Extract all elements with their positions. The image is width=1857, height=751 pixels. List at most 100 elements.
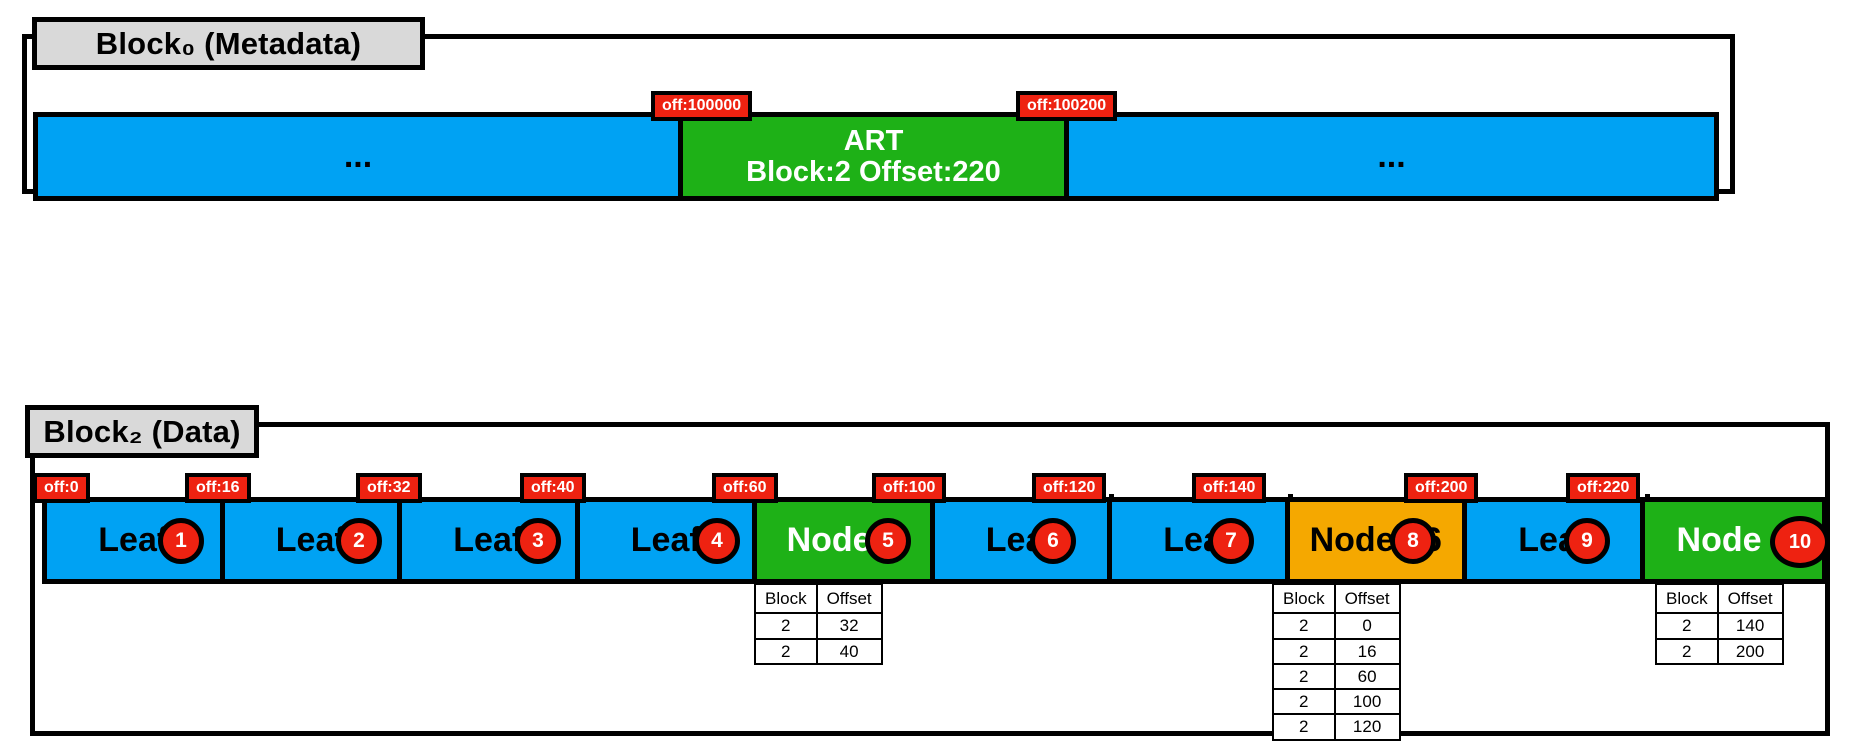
- data-segment-9[interactable]: Leaf: [1467, 502, 1645, 579]
- pointer-cell-block: 2: [1272, 637, 1336, 665]
- metadata-offset-flag-100200-label: off:100200: [1027, 97, 1107, 114]
- data-segment-6-badge-label: 6: [1047, 529, 1059, 552]
- pointer-cell-offset: 100: [1333, 687, 1401, 716]
- data-offset-tick-220: [1645, 494, 1650, 500]
- pointer-cell-block: 2: [1272, 662, 1336, 691]
- data-offset-flag-40-label: off:40: [531, 479, 575, 496]
- pointer-table-node16-8: Block Offset 2 0 2 16 2 60 2 100 2: [1272, 582, 1401, 741]
- data-segment-9-badge-label: 9: [1581, 529, 1593, 552]
- data-segment-4-badge[interactable]: 4: [694, 518, 740, 564]
- pointer-cell-offset: 140: [1716, 612, 1784, 640]
- data-offset-flag-200[interactable]: off:200: [1404, 473, 1479, 503]
- data-bar: Leaf Leaf Leaf Leaf Node 4 Leaf Leaf Nod…: [42, 497, 1827, 584]
- data-segment-10-badge-label: 10: [1788, 530, 1812, 553]
- metadata-segment-ellipsis-right[interactable]: ...: [1069, 117, 1714, 196]
- metadata-block-title-text: Block₀ (Metadata): [95, 25, 362, 61]
- pointer-cell-offset: 32: [815, 612, 883, 640]
- art-label-line2: Block:2 Offset:220: [746, 155, 1001, 188]
- data-offset-flag-60[interactable]: off:60: [712, 473, 778, 503]
- data-offset-flag-100[interactable]: off:100: [872, 473, 947, 503]
- data-segment-2-badge[interactable]: 2: [336, 518, 382, 564]
- data-offset-flag-140-label: off:140: [1203, 479, 1256, 496]
- data-segment-7[interactable]: Leaf: [1112, 502, 1290, 579]
- data-offset-flag-0-label: off:0: [44, 479, 79, 496]
- pointer-cell-offset: 200: [1716, 637, 1784, 665]
- table-row: 2 100: [1272, 687, 1401, 716]
- data-offset-flag-16-label: off:16: [196, 479, 240, 496]
- data-offset-flag-200-label: off:200: [1415, 479, 1468, 496]
- pointer-table-node4-10-header-block: Block: [1655, 582, 1719, 615]
- table-row: 2 40: [754, 637, 883, 665]
- data-offset-flag-120-label: off:120: [1043, 479, 1096, 496]
- data-segment-7-badge[interactable]: 7: [1208, 518, 1254, 564]
- table-row: 2 0: [1272, 612, 1401, 640]
- metadata-offset-flag-100000-label: off:100000: [662, 97, 742, 114]
- metadata-offset-flag-100000[interactable]: off:100000: [651, 91, 753, 121]
- pointer-cell-offset: 40: [815, 637, 883, 665]
- data-offset-flag-16[interactable]: off:16: [185, 473, 251, 503]
- pointer-cell-block: 2: [1655, 637, 1719, 665]
- pointer-table-node4-5-header-row: Block Offset: [754, 582, 883, 615]
- pointer-table-node4-5: Block Offset 2 32 2 40: [754, 582, 883, 665]
- data-offset-flag-140[interactable]: off:140: [1192, 473, 1267, 503]
- metadata-segment-art[interactable]: ART Block:2 Offset:220: [683, 117, 1069, 196]
- data-offset-flag-40[interactable]: off:40: [520, 473, 586, 503]
- table-row: 2 60: [1272, 662, 1401, 691]
- data-segment-5-badge-label: 5: [882, 529, 894, 552]
- table-row: 2 200: [1655, 637, 1784, 665]
- metadata-segment-ellipsis-left-label: ...: [343, 136, 373, 175]
- data-segment-1-badge[interactable]: 1: [158, 518, 204, 564]
- art-label-line1: ART: [843, 125, 904, 158]
- pointer-cell-block: 2: [754, 637, 818, 665]
- data-offset-flag-0[interactable]: off:0: [33, 473, 90, 503]
- data-block-title: Block₂ (Data): [25, 405, 259, 458]
- data-segment-7-badge-label: 7: [1225, 529, 1237, 552]
- pointer-table-node16-8-header-offset: Offset: [1333, 582, 1401, 615]
- pointer-cell-block: 2: [1655, 612, 1719, 640]
- pointer-table-node16-8-header-row: Block Offset: [1272, 582, 1401, 615]
- data-segment-3-badge-label: 3: [532, 529, 544, 552]
- table-row: 2 140: [1655, 612, 1784, 640]
- data-offset-flag-32[interactable]: off:32: [356, 473, 422, 503]
- metadata-bar: ... ART Block:2 Offset:220 ...: [33, 112, 1719, 201]
- pointer-table-node4-10-header-offset: Offset: [1716, 582, 1784, 615]
- data-offset-flag-100-label: off:100: [883, 479, 936, 496]
- table-row: 2 32: [754, 612, 883, 640]
- data-offset-flag-220[interactable]: off:220: [1566, 473, 1641, 503]
- metadata-segment-ellipsis-right-label: ...: [1377, 136, 1406, 175]
- data-offset-flag-120[interactable]: off:120: [1032, 473, 1107, 503]
- data-segment-8-badge[interactable]: 8: [1390, 518, 1436, 564]
- data-segment-6[interactable]: Leaf: [934, 502, 1112, 579]
- pointer-table-node4-10-header-row: Block Offset: [1655, 582, 1784, 615]
- metadata-segment-ellipsis-left[interactable]: ...: [38, 117, 683, 196]
- pointer-cell-offset: 0: [1333, 612, 1401, 640]
- pointer-cell-block: 2: [754, 612, 818, 640]
- pointer-cell-block: 2: [1272, 713, 1336, 741]
- pointer-cell-offset: 16: [1333, 637, 1401, 665]
- data-offset-flag-220-label: off:220: [1577, 479, 1630, 496]
- data-segment-1-badge-label: 1: [175, 529, 187, 552]
- data-segment-6-badge[interactable]: 6: [1030, 518, 1076, 564]
- pointer-table-node16-8-header-block: Block: [1272, 582, 1336, 615]
- data-segment-4-label: Leaf: [630, 520, 701, 559]
- pointer-cell-offset: 60: [1333, 662, 1401, 691]
- table-row: 2 16: [1272, 637, 1401, 665]
- table-row: 2 120: [1272, 713, 1401, 741]
- data-segment-3-badge[interactable]: 3: [515, 518, 561, 564]
- data-segment-5-badge[interactable]: 5: [865, 518, 911, 564]
- data-segment-9-badge[interactable]: 9: [1564, 518, 1610, 564]
- data-segment-3-label: Leaf: [453, 520, 524, 559]
- pointer-table-node4-5-header-block: Block: [754, 582, 818, 615]
- data-offset-flag-60-label: off:60: [723, 479, 767, 496]
- data-segment-10-badge[interactable]: 10: [1770, 516, 1830, 568]
- data-segment-8-badge-label: 8: [1407, 529, 1419, 552]
- data-offset-flag-32-label: off:32: [367, 479, 411, 496]
- pointer-cell-block: 2: [1272, 687, 1336, 716]
- pointer-table-node4-10: Block Offset 2 140 2 200: [1655, 582, 1784, 665]
- metadata-offset-flag-100200[interactable]: off:100200: [1016, 91, 1118, 121]
- data-segment-1-label: Leaf: [98, 520, 169, 559]
- data-segment-8[interactable]: Node 16: [1289, 502, 1467, 579]
- data-block-title-text: Block₂ (Data): [43, 413, 241, 449]
- data-offset-tick-120: [1109, 494, 1114, 500]
